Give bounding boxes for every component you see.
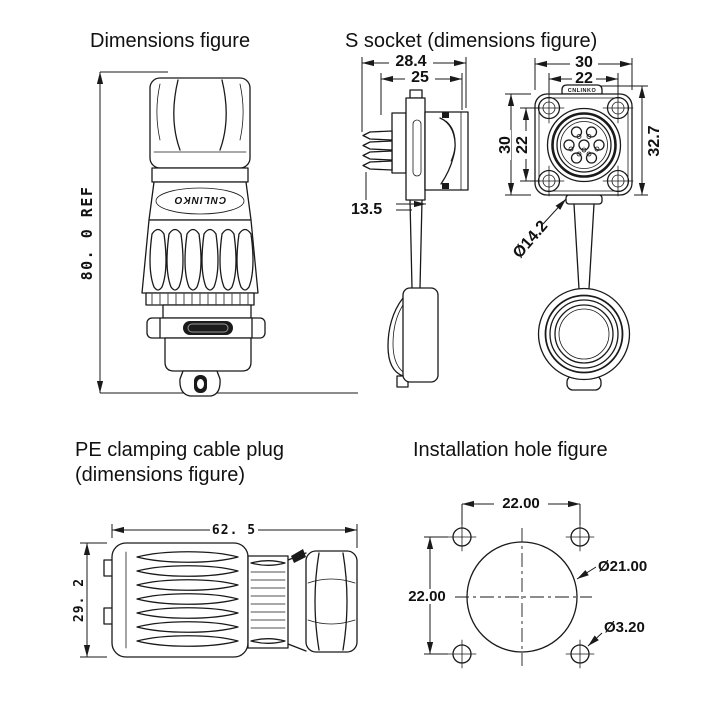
dim-label-flange-width: 30 bbox=[575, 54, 593, 71]
dim-label-spacing-v: 22.00 bbox=[408, 588, 446, 605]
plug-shell bbox=[111, 542, 249, 658]
pe-plug-body bbox=[103, 542, 358, 658]
cable-clamp-section bbox=[247, 555, 289, 649]
brand-logo-text: CNLINKO bbox=[174, 194, 227, 205]
socket-insert bbox=[546, 107, 622, 183]
dim-label-hole-spacing-v: 22 bbox=[514, 136, 531, 154]
socket-top-tab bbox=[561, 84, 603, 95]
panel-gasket-teeth bbox=[362, 112, 407, 174]
dust-cap-side bbox=[387, 287, 439, 388]
dust-cap-front bbox=[537, 287, 631, 391]
socket-pins bbox=[563, 126, 605, 164]
dimension-diameter: 29. 2 bbox=[72, 542, 107, 658]
shell-ribs bbox=[136, 551, 239, 647]
dim-label-center-diameter: Ø14.2 bbox=[510, 218, 551, 262]
socket-side-view: 28.4 25 13.5 bbox=[351, 53, 469, 388]
dim-label-body-width: 28.4 bbox=[395, 53, 426, 70]
figure-title: S socket (dimensions figure) bbox=[345, 30, 597, 52]
figure-plug-dimensions: Dimensions figure 80. 0 REF CNLINKO bbox=[78, 30, 358, 397]
dim-label-inner-width: 25 bbox=[411, 69, 429, 86]
figure-pe-plug: PE clamping cable plug (dimensions figur… bbox=[72, 439, 358, 658]
figure-installation-hole: Installation hole figure 22.00 22 bbox=[402, 439, 647, 669]
mounting-plate bbox=[405, 97, 426, 201]
figure-title: Installation hole figure bbox=[413, 439, 608, 461]
dim-label-length: 62. 5 bbox=[212, 523, 256, 538]
dim-label-diameter: 29. 2 bbox=[72, 578, 87, 622]
clamp-fine-ribs bbox=[250, 560, 286, 644]
screw-holes bbox=[447, 522, 595, 669]
dim-label-main-diameter: Ø21.00 bbox=[598, 558, 647, 575]
dimension-hole-spacing-v: 22.00 bbox=[402, 536, 452, 655]
dim-label-hole-spacing-h: 22 bbox=[575, 70, 593, 87]
dim-label-flange-height: 30 bbox=[497, 136, 514, 154]
dim-label-panel-depth: 13.5 bbox=[351, 201, 382, 218]
label-main-hole: Ø21.00 bbox=[576, 558, 647, 580]
dimension-length: 62. 5 bbox=[111, 522, 358, 548]
cable-gland-nut bbox=[305, 550, 358, 653]
grip-ribs bbox=[149, 228, 254, 291]
knurl-hatch bbox=[151, 293, 249, 305]
flange-slot bbox=[183, 321, 233, 335]
figure-title-line1: PE clamping cable plug bbox=[75, 439, 284, 461]
figure-title-line2: (dimensions figure) bbox=[75, 464, 245, 486]
plug-body: CNLINKO bbox=[141, 77, 266, 397]
socket-front-view: 30 22 CNLINKO bbox=[497, 54, 663, 391]
dim-label-overall-height: 32.7 bbox=[646, 125, 663, 156]
figure-title: Dimensions figure bbox=[90, 30, 250, 52]
latch-tab bbox=[291, 549, 306, 563]
dimension-hole-spacing-h: 22.00 bbox=[461, 495, 581, 525]
label-screw-hole: Ø3.20 bbox=[587, 619, 645, 647]
brand-logo-text-small: CNLINKO bbox=[568, 88, 597, 94]
dim-label-height-ref: 80. 0 REF bbox=[78, 186, 96, 281]
dim-label-spacing-h: 22.00 bbox=[502, 495, 540, 512]
dimension-height-80: 80. 0 REF bbox=[78, 71, 358, 394]
socket-body-side bbox=[424, 111, 469, 191]
figure-socket: S socket (dimensions figure) 28.4 25 bbox=[345, 30, 663, 391]
dim-label-screw-diameter: Ø3.20 bbox=[604, 619, 645, 636]
